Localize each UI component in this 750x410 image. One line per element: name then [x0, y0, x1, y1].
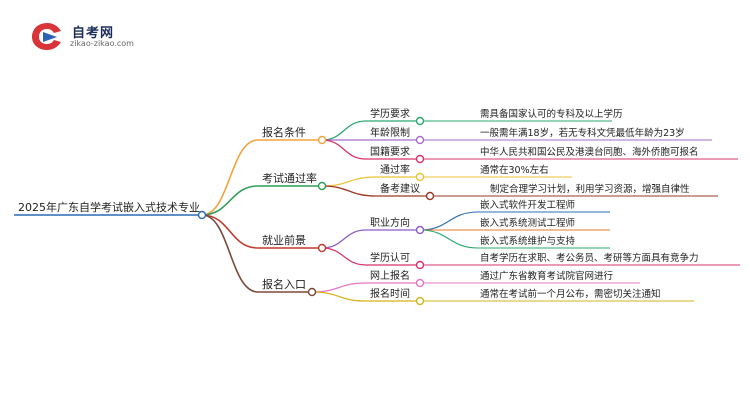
- branch-connector: [201, 139, 259, 216]
- leaf-topic[interactable]: 自考学历在求职、考公务员、考研等方面具有竞争力: [480, 252, 699, 264]
- site-logo[interactable]: 自考网 zikao-zikao.com: [30, 18, 140, 54]
- subtopic-node-dot: [415, 260, 425, 270]
- leaf-topic[interactable]: 通常在考试前一个月公布，需密切关注通知: [480, 288, 661, 300]
- subtopic[interactable]: 通过率: [380, 163, 410, 176]
- branch-topic[interactable]: 报名条件: [262, 125, 306, 139]
- logo-title: 自考网: [72, 26, 115, 41]
- subtopic-connector: [321, 185, 377, 197]
- branch-topic[interactable]: 报名入口: [262, 277, 306, 291]
- leaf-topic[interactable]: 通常在30%左右: [480, 164, 549, 176]
- subtopic-node-dot: [425, 191, 435, 201]
- leaf-topic[interactable]: 嵌入式软件开发工程师: [480, 199, 575, 211]
- leaf-topic[interactable]: 中华人民共和国公民及港澳台同胞、海外侨胞可报名: [480, 146, 699, 158]
- leaf-topic[interactable]: 嵌入式系统测试工程师: [480, 217, 575, 229]
- subtopic-node-dot: [415, 116, 425, 126]
- leaf-connector: [419, 229, 479, 249]
- leaf-topic[interactable]: 一般需年满18岁，若无专科文凭最低年龄为23岁: [480, 127, 685, 139]
- subtopic-node-dot: [415, 225, 425, 235]
- branch-node-dot: [317, 181, 327, 191]
- leaf-topic[interactable]: 嵌入式系统维护与支持: [480, 235, 576, 247]
- logo-subtitle: zikao-zikao.com: [70, 39, 134, 48]
- leaf-topic[interactable]: 通过广东省教育考试院官网进行: [480, 270, 614, 282]
- subtopic[interactable]: 备考建议: [380, 182, 420, 195]
- branch-connector: [201, 214, 259, 293]
- subtopic-connector: [321, 120, 367, 141]
- branch-node-dot: [307, 287, 317, 297]
- logo-mark-icon: [32, 23, 61, 50]
- subtopic-connector: [311, 291, 367, 302]
- subtopic[interactable]: 职业方向: [370, 216, 410, 229]
- subtopic[interactable]: 学历要求: [370, 107, 410, 120]
- branch-topic[interactable]: 就业前景: [262, 233, 306, 247]
- subtopic[interactable]: 报名时间: [370, 287, 410, 300]
- subtopic-node-dot: [415, 278, 425, 288]
- subtopic-connector: [321, 176, 377, 187]
- root-node-dot: [197, 210, 207, 220]
- subtopic[interactable]: 网上报名: [370, 269, 410, 282]
- subtopic[interactable]: 年龄限制: [370, 126, 410, 139]
- leaf-topic[interactable]: 制定合理学习计划，利用学习资源，增强自律性: [490, 183, 690, 195]
- subtopic-connector: [321, 247, 367, 266]
- subtopic[interactable]: 学历认可: [370, 251, 410, 264]
- branch-topic[interactable]: 考试通过率: [262, 171, 317, 185]
- branch-connector: [201, 185, 259, 216]
- branch-node-dot: [317, 135, 327, 145]
- branch-node-dot: [317, 243, 327, 253]
- subtopic-node-dot: [415, 296, 425, 306]
- subtopic-node-dot: [415, 135, 425, 145]
- leaf-topic[interactable]: 需具备国家认可的专科及以上学历: [480, 108, 623, 120]
- subtopic-connector: [321, 139, 367, 160]
- subtopic-node-dot: [415, 154, 425, 164]
- subtopic[interactable]: 国籍要求: [370, 145, 410, 158]
- subtopic-node-dot: [415, 172, 425, 182]
- leaf-connector: [419, 211, 479, 231]
- subtopic-connector: [321, 229, 367, 249]
- subtopic-connector: [311, 282, 367, 293]
- root-topic[interactable]: 2025年广东自学考试嵌入式技术专业: [18, 200, 200, 214]
- branch-connector: [201, 214, 259, 249]
